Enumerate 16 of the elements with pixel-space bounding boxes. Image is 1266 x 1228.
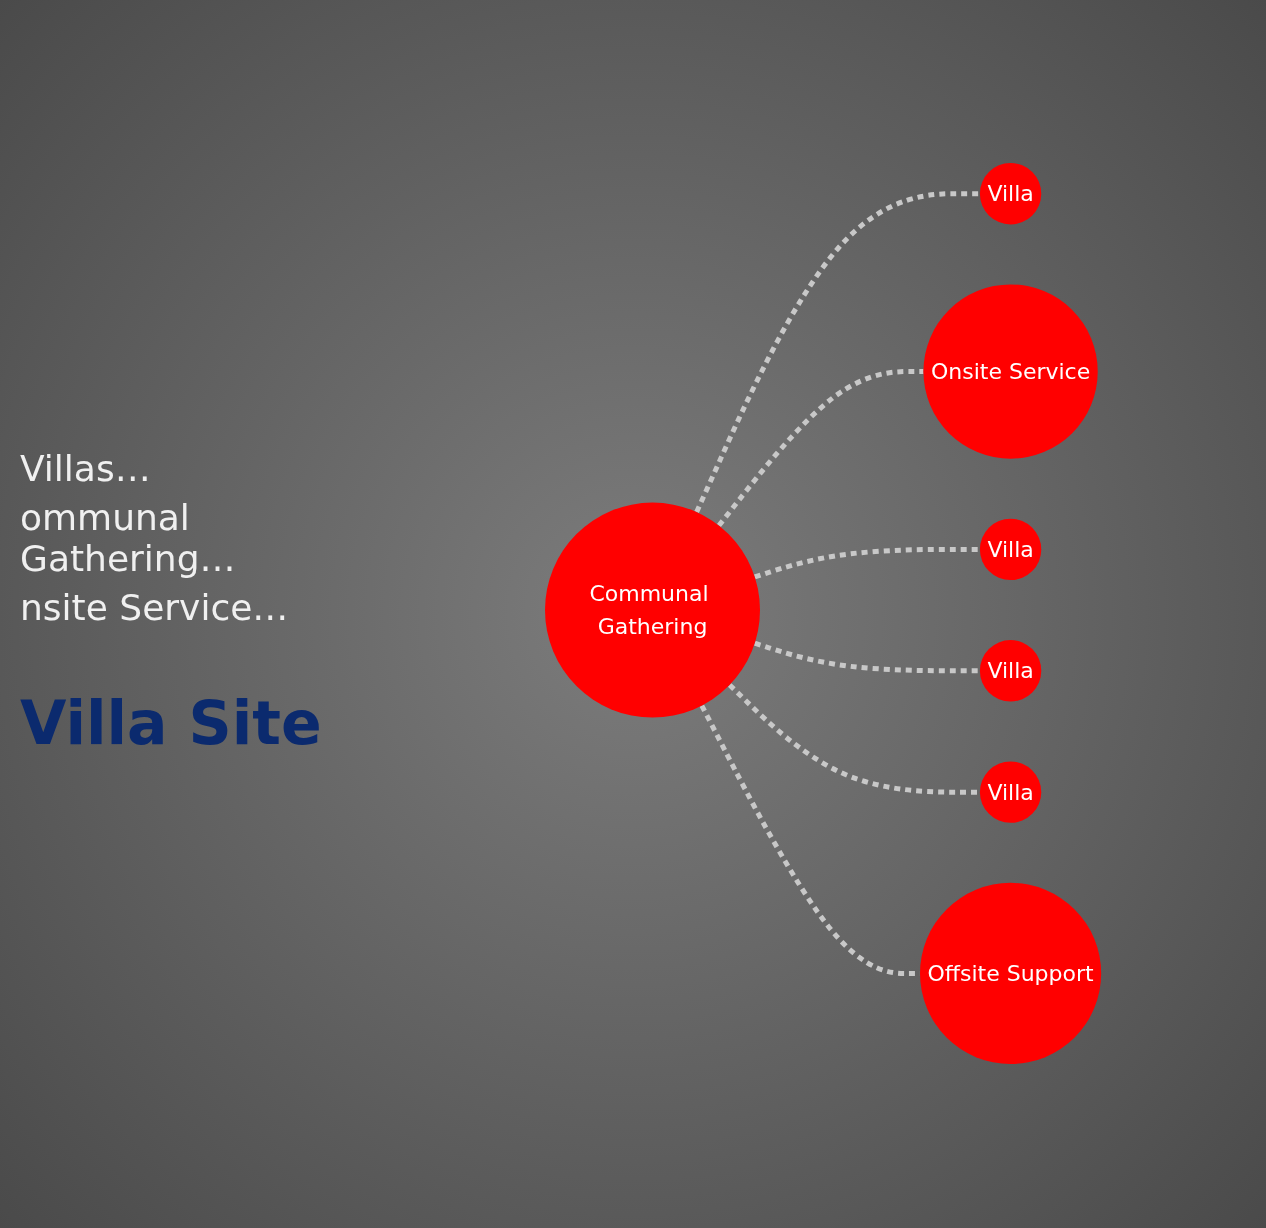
text-label: ommunal Gathering… [20,497,237,579]
text-label: Villa Site [20,688,323,758]
text-label: Villas… [20,448,152,489]
node-circle: Villa [979,519,1042,581]
node-circle: Villa [979,761,1042,824]
connector [716,369,924,528]
connector [694,191,980,514]
node-circle: Villa [979,163,1042,225]
connector [727,683,980,796]
node-circle: Offsite Support [919,883,1102,1065]
node-circle: Onsite Service [923,284,1098,460]
node-circle: Villa [979,640,1042,702]
connector [753,641,980,674]
node-circle: Communal Gathering [544,503,760,719]
text-label: nsite Service… [20,587,290,628]
connector [753,547,980,580]
